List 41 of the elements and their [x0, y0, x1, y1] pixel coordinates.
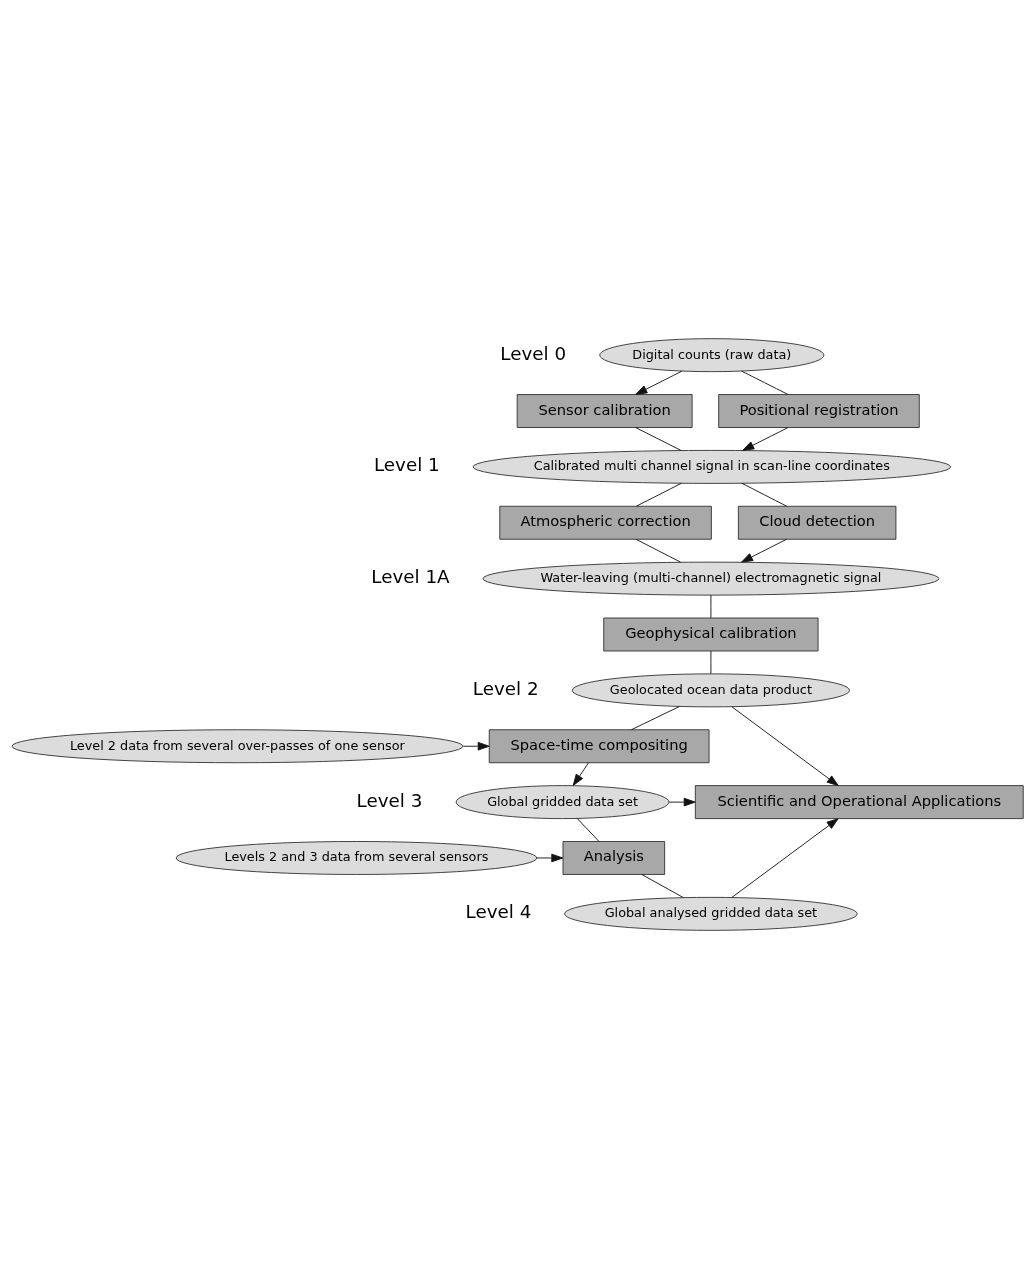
arrow	[635, 370, 683, 395]
node-box: Sensor calibration	[516, 394, 693, 428]
node-ellipse: Global gridded data set	[455, 785, 670, 820]
connector	[710, 650, 712, 675]
node-ellipse: Levels 2 and 3 data from several sensors	[175, 841, 538, 875]
node-label: Level 0	[500, 342, 567, 364]
node-ellipse: Digital counts (raw data)	[599, 338, 825, 373]
arrow	[536, 853, 564, 863]
node-label: Level 4	[465, 901, 532, 923]
connector	[631, 706, 680, 731]
arrow	[731, 818, 839, 898]
node-ellipse: Geolocated ocean data product	[571, 673, 850, 708]
node-box: Positional registration	[718, 394, 920, 428]
node-ellipse: Global analysed gridded data set	[564, 896, 858, 931]
arrow	[742, 427, 789, 451]
connector	[635, 482, 682, 507]
node-label: Level 2	[472, 677, 539, 699]
arrow	[572, 762, 590, 786]
node-box: Atmospheric correction	[499, 505, 712, 540]
node-box: Geophysical calibration	[603, 617, 819, 652]
node-box: Cloud detection	[737, 505, 897, 540]
connector	[710, 594, 712, 619]
node-box: Scientific and Operational Applications	[694, 785, 1024, 820]
connector	[576, 818, 600, 842]
connector	[635, 538, 681, 563]
node-ellipse: Calibrated multi channel signal in scan-line coordinates	[472, 449, 952, 484]
node-box: Analysis	[562, 841, 666, 875]
arrow	[462, 741, 490, 751]
node-box: Space-time compositing	[488, 729, 710, 764]
node-ellipse: Level 2 data from several over-passes of one sensor	[11, 729, 464, 764]
arrow	[731, 706, 839, 787]
node-ellipse: Water-leaving (multi-channel) electromagnetic signal	[482, 561, 940, 596]
connector	[741, 482, 788, 507]
arrow	[668, 797, 696, 807]
connector	[741, 370, 789, 395]
node-label: Level 3	[356, 789, 423, 811]
node-label: Level 1A	[371, 566, 450, 588]
connector	[635, 427, 682, 451]
node-label: Level 1	[373, 454, 440, 476]
arrow	[741, 538, 787, 563]
connector	[641, 874, 684, 898]
